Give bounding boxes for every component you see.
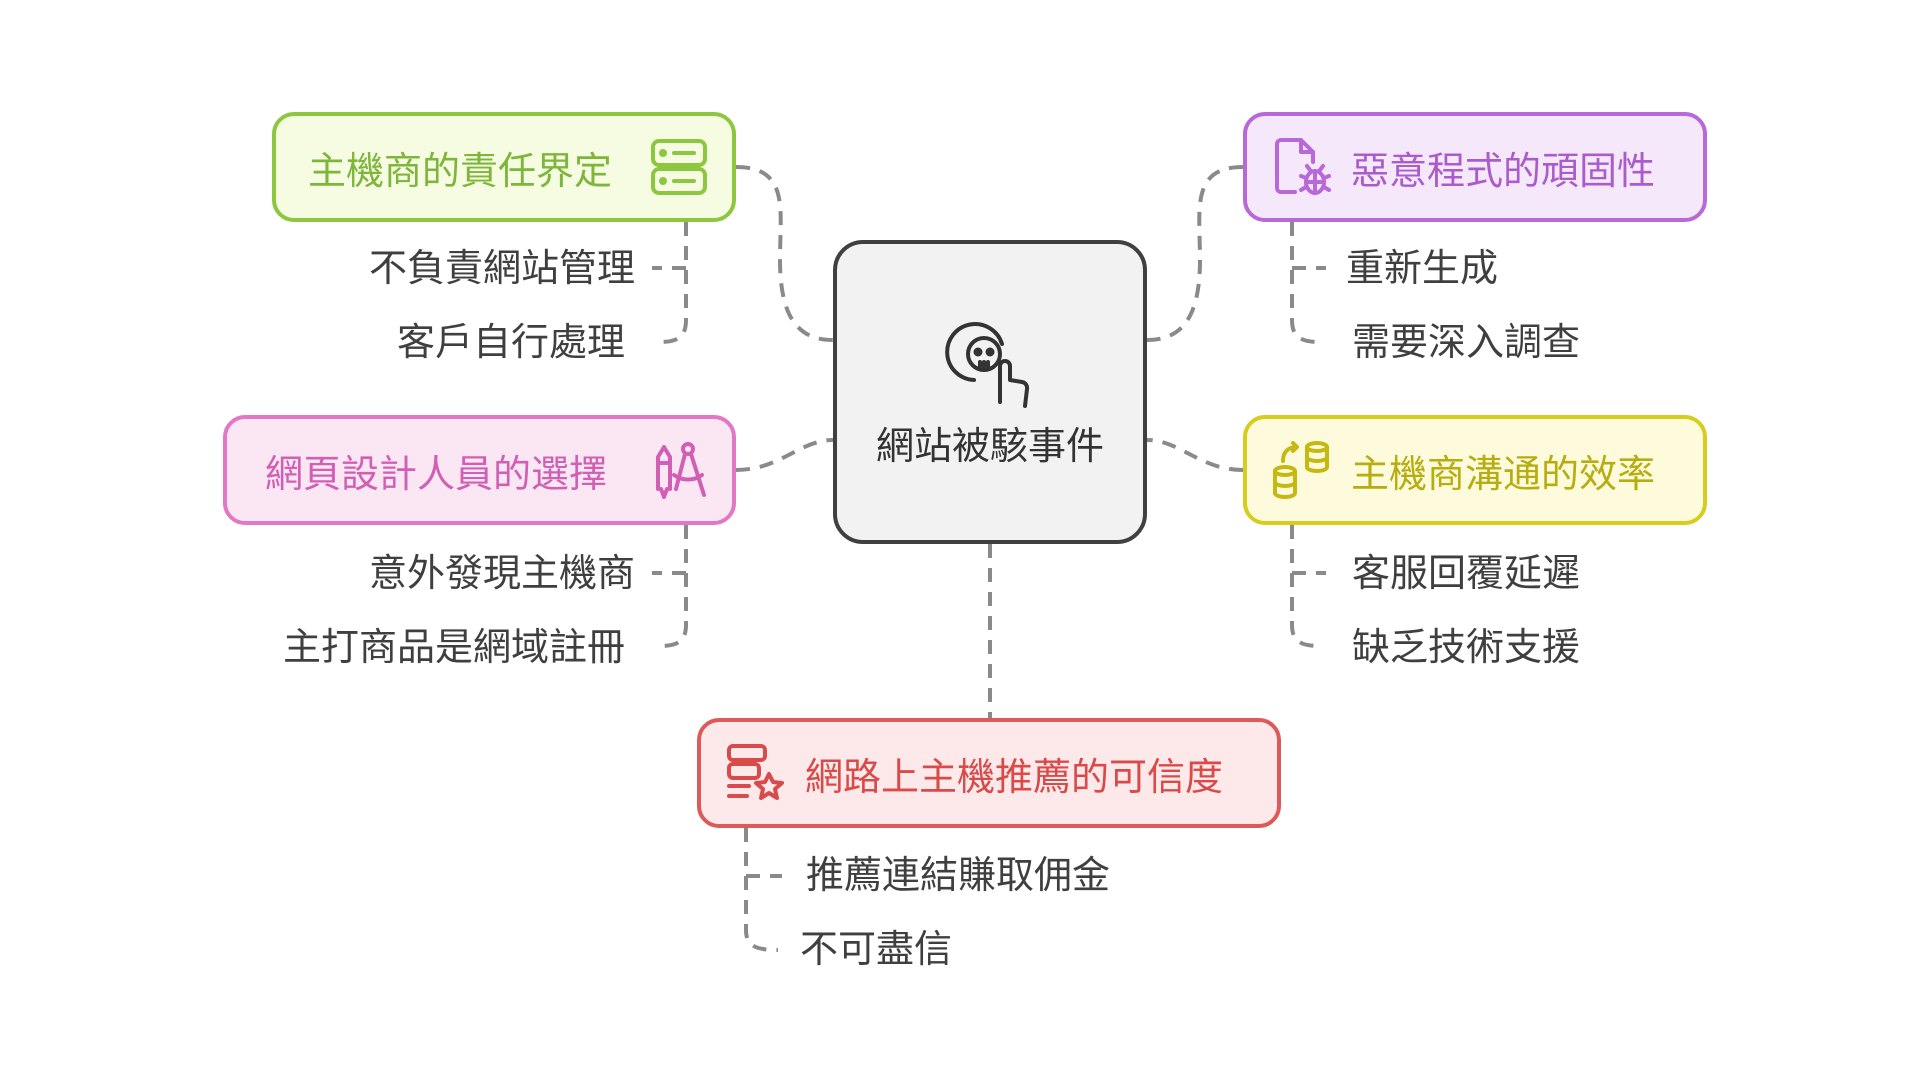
branch-host-recommendation-credibility[interactable]: 網路上主機推薦的可信度: [697, 718, 1281, 828]
center-label: 網站被駭事件: [875, 424, 1104, 468]
list-item: 需要深入調查: [1352, 320, 1581, 364]
list-item: 不可盡信: [800, 927, 953, 971]
center-node[interactable]: 網站被駭事件: [833, 240, 1147, 544]
branch-title: 網路上主機推薦的可信度: [805, 754, 1224, 799]
branch-host-communication[interactable]: 主機商溝通的效率: [1243, 415, 1707, 525]
file-bug-icon: [1275, 138, 1331, 195]
list-item: 推薦連結賺取佣金: [806, 853, 1111, 897]
design-tools-icon: [656, 442, 706, 499]
branch-title: 惡意程式的頑固性: [1351, 148, 1656, 193]
branch-hosting-responsibility[interactable]: 主機商的責任界定: [272, 112, 736, 222]
branch-web-designer-choice[interactable]: 網頁設計人員的選擇: [223, 415, 736, 525]
database-sync-icon: [1273, 441, 1329, 499]
list-item: 主打商品是網域註冊: [282, 625, 625, 669]
list-item: 不負責網站管理: [368, 246, 635, 290]
list-item: 客服回覆延遲: [1352, 551, 1581, 595]
server-list-icon: [651, 139, 707, 195]
list-item: 缺乏技術支援: [1352, 625, 1581, 669]
list-item: 意外發現主機商: [368, 551, 635, 595]
branch-title: 網頁設計人員的選擇: [265, 451, 608, 496]
branch-title: 主機商的責任界定: [308, 148, 613, 193]
branch-malware-persistence[interactable]: 惡意程式的頑固性: [1243, 112, 1707, 222]
list-item: 重新生成: [1346, 246, 1499, 290]
branch-title: 主機商溝通的效率: [1351, 451, 1656, 496]
list-item: 客戶自行處理: [396, 320, 625, 364]
skull-hand-icon: [945, 322, 1030, 408]
server-star-icon: [727, 744, 784, 800]
